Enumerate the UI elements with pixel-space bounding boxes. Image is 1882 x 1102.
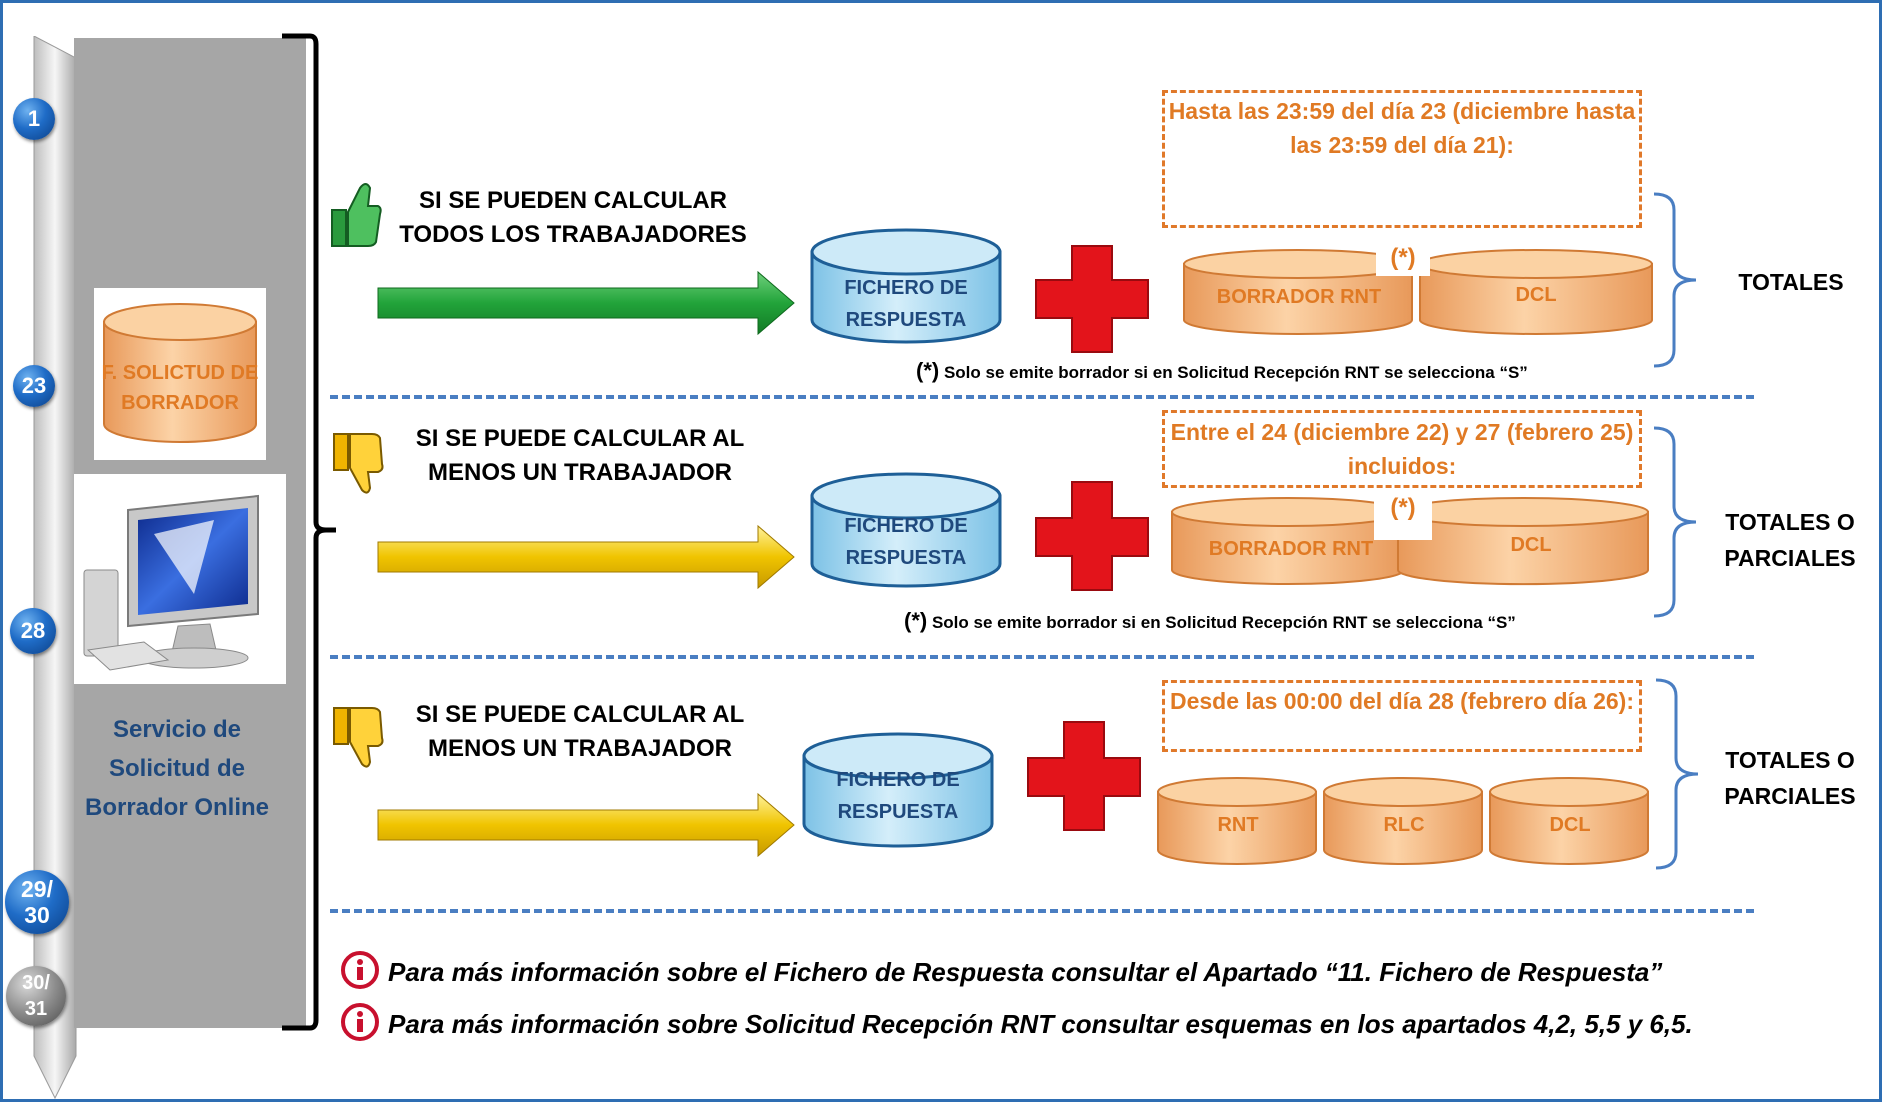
thumbs-up-icon bbox=[331, 183, 382, 247]
note-1-star: (*) bbox=[916, 358, 940, 383]
output-3-label-rnt: RNT bbox=[1217, 814, 1259, 836]
info-line-2: Para más información sobre Solicitud Rec… bbox=[388, 1009, 1693, 1039]
solicitud-db-icon bbox=[103, 303, 257, 443]
deadline-1: Hasta las 23:59 del día 23 (diciembre ha… bbox=[1162, 90, 1642, 228]
sidebar-bracket bbox=[282, 33, 336, 1031]
service-label: Servicio de Solicitud de Borrador Online bbox=[84, 716, 270, 821]
timeline-day-30-31: 30/ 31 bbox=[6, 966, 66, 1026]
timeline-day-28: 28 bbox=[10, 608, 56, 654]
output-3-label-dcl: DCL bbox=[1549, 814, 1591, 836]
divider-1 bbox=[330, 395, 1754, 399]
output-3-label-rlc: RLC bbox=[1383, 814, 1425, 836]
info-line-1: Para más información sobre el Fichero de… bbox=[388, 957, 1663, 987]
output-db-dcl bbox=[1419, 249, 1653, 335]
response-db-2 bbox=[810, 472, 1002, 588]
condition-2-text: SI SE PUEDE CALCULAR AL MENOS UN TRABAJA… bbox=[415, 425, 745, 486]
result-2: TOTALES O PARCIALES bbox=[1724, 509, 1856, 571]
deadline-3: Desde las 00:00 del día 28 (febrero día … bbox=[1162, 680, 1642, 752]
divider-2 bbox=[330, 655, 1754, 659]
output-dbs-1 bbox=[1183, 249, 1653, 335]
output-2-label-borrador: BORRADOR RNT bbox=[1208, 538, 1374, 560]
note-1: (*) Solo se emite borrador si en Solicit… bbox=[916, 358, 1528, 384]
output-db-borrador-rnt bbox=[1183, 249, 1413, 335]
condition-1-text: SI SE PUEDEN CALCULAR TODOS LOS TRABAJAD… bbox=[399, 187, 747, 248]
response-db-3 bbox=[802, 732, 994, 848]
output-db-rnt bbox=[1157, 777, 1317, 865]
result-3: TOTALES O PARCIALES bbox=[1724, 747, 1856, 809]
yellow-arrow-2 bbox=[377, 792, 795, 858]
thumbs-down-icon bbox=[333, 707, 384, 768]
response-db-1 bbox=[810, 228, 1002, 344]
result-1: TOTALES bbox=[1738, 269, 1844, 295]
info-icon bbox=[341, 951, 379, 989]
timeline-day-29-30: 29/ 30 bbox=[5, 870, 69, 934]
condition-3-text: SI SE PUEDE CALCULAR AL MENOS UN TRABAJA… bbox=[415, 701, 745, 762]
output-db-borrador-rnt-2 bbox=[1171, 497, 1405, 585]
red-cross-1 bbox=[1035, 245, 1149, 353]
note-2-text: Solo se emite borrador si en Solicitud R… bbox=[931, 613, 1516, 632]
output-dbs-3 bbox=[1157, 777, 1649, 865]
asterisk-tag-1: (*) bbox=[1376, 240, 1430, 276]
divider-3 bbox=[330, 909, 1754, 913]
response-db-1-label: FICHERO DE RESPUESTA bbox=[844, 277, 968, 331]
timeline-day-1: 1 bbox=[13, 98, 55, 140]
green-arrow bbox=[377, 270, 795, 336]
output-1-label-borrador: BORRADOR RNT bbox=[1216, 286, 1382, 308]
note-2: (*) Solo se emite borrador si en Solicit… bbox=[904, 608, 1516, 634]
computer-card bbox=[74, 474, 286, 684]
brace-1 bbox=[1653, 192, 1697, 368]
thumbs-down-icon bbox=[333, 433, 384, 494]
info-icon bbox=[341, 1003, 379, 1041]
asterisk-tag-2: (*) bbox=[1374, 488, 1432, 540]
output-db-rlc bbox=[1323, 777, 1483, 865]
computer-icon bbox=[83, 494, 259, 671]
brace-2 bbox=[1653, 426, 1697, 618]
yellow-arrow-1 bbox=[377, 524, 795, 590]
timeline-day-23: 23 bbox=[13, 365, 55, 407]
response-db-2-label: FICHERO DE RESPUESTA bbox=[844, 515, 968, 569]
note-2-star: (*) bbox=[904, 608, 928, 633]
red-cross-3 bbox=[1027, 721, 1141, 831]
note-1-text: Solo se emite borrador si en Solicitud R… bbox=[943, 363, 1528, 382]
output-db-dcl-3 bbox=[1489, 777, 1649, 865]
response-db-3-label: FICHERO DE RESPUESTA bbox=[836, 769, 960, 823]
sidebar-db-card: F. SOLICTUD DE BORRADOR bbox=[94, 288, 266, 460]
brace-3 bbox=[1655, 678, 1699, 870]
output-2-label-dcl: DCL bbox=[1510, 534, 1552, 556]
output-1-label-dcl: DCL bbox=[1515, 284, 1557, 306]
red-cross-2 bbox=[1035, 481, 1149, 591]
deadline-2: Entre el 24 (diciembre 22) y 27 (febrero… bbox=[1162, 410, 1642, 488]
solicitud-db-label: F. SOLICTUD DE BORRADOR bbox=[101, 362, 259, 414]
